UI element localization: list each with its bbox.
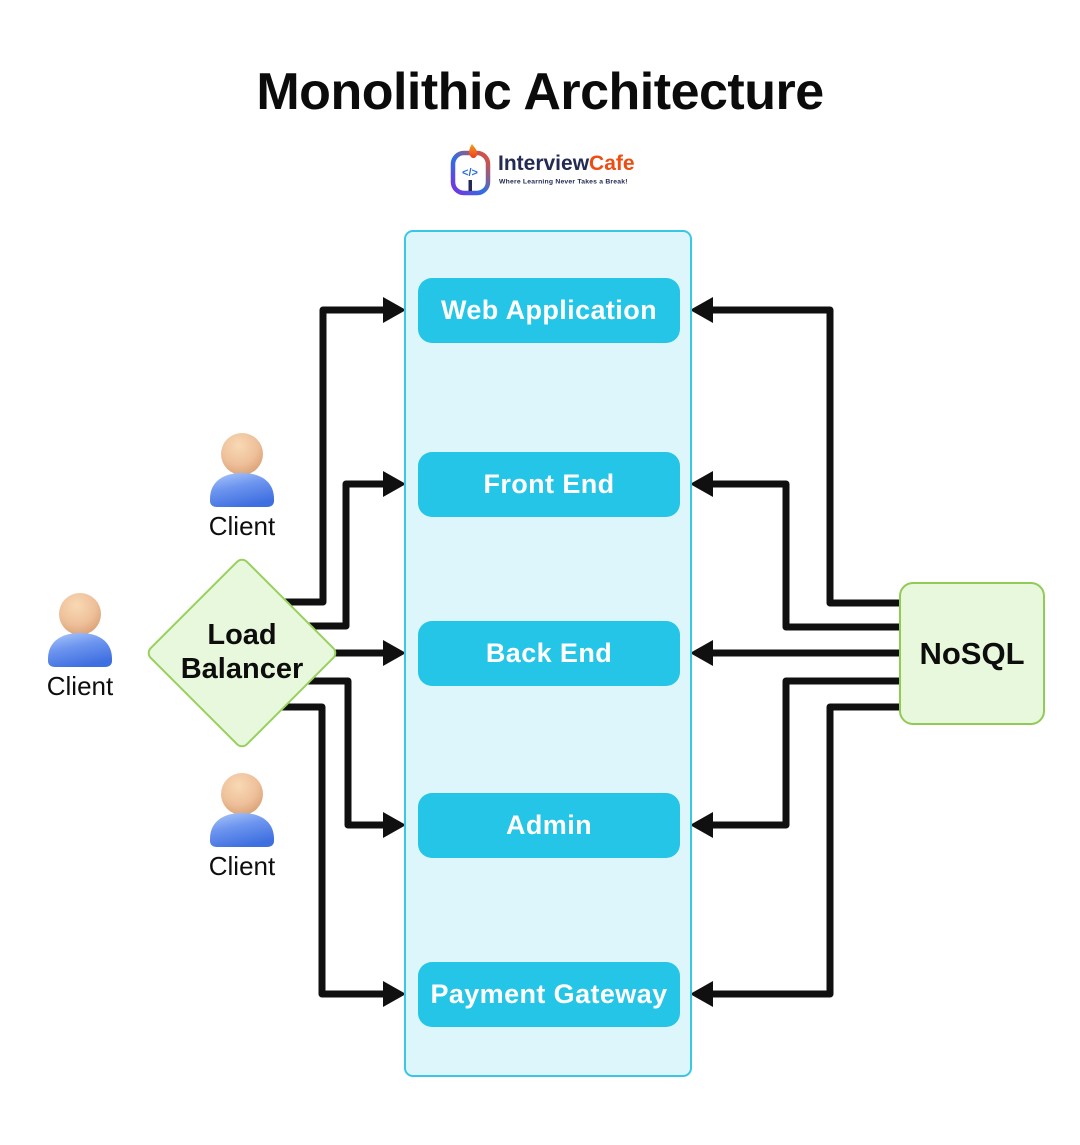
load-balancer-label-line1: Load — [207, 619, 277, 651]
module-payment-gateway: Payment Gateway — [418, 962, 680, 1027]
arrowhead-front-end-right — [690, 471, 713, 497]
edge-nosql-front-end — [711, 480, 960, 631]
arrowhead-web-application-left — [383, 297, 406, 323]
arrowhead-payment-gateway-right — [690, 981, 713, 1007]
arrowhead-back-end-left — [383, 640, 406, 666]
interviewcafe-logo: </> InterviewCafe Where Learning Never T… — [448, 144, 668, 196]
client-left: Client — [20, 593, 140, 702]
brand-tagline: Where Learning Never Takes a Break! — [499, 178, 628, 186]
arrowhead-admin-left — [383, 812, 406, 838]
client-label: Client — [208, 851, 276, 881]
load-balancer-label: Load Balancer — [152, 618, 332, 686]
edge-nosql-web-application — [711, 306, 960, 607]
module-back-end: Back End — [418, 621, 680, 686]
edge-nosql-payment-gateway — [711, 703, 960, 998]
interviewcafe-logo-icon: </> — [450, 144, 491, 196]
arrowhead-front-end-left — [383, 471, 406, 497]
logo-flame-icon — [469, 144, 478, 159]
brand-name: InterviewCafe — [498, 152, 635, 176]
module-web-application: Web Application — [418, 278, 680, 343]
person-icon — [210, 773, 274, 847]
arrowhead-back-end-right — [690, 640, 713, 666]
person-icon — [210, 433, 274, 507]
module-front-end: Front End — [418, 452, 680, 517]
client-top: Client — [182, 433, 302, 542]
client-bottom: Client — [182, 773, 302, 882]
logo-code-glyph: </> — [462, 167, 478, 179]
client-label: Client — [208, 511, 276, 541]
arrowhead-admin-right — [690, 812, 713, 838]
nosql-node: NoSQL — [899, 582, 1045, 725]
person-icon — [48, 593, 112, 667]
load-balancer-label-line2: Balancer — [180, 653, 304, 686]
edge-nosql-admin — [711, 677, 960, 829]
client-label: Client — [46, 671, 114, 701]
arrowhead-web-application-right — [690, 297, 713, 323]
module-admin: Admin — [418, 793, 680, 858]
brand-name-cafe: Cafe — [589, 152, 635, 175]
brand-name-interview: Interview — [498, 152, 590, 175]
logo-stem — [468, 180, 472, 191]
page-title: Monolithic Architecture — [256, 63, 824, 121]
arrowhead-payment-gateway-left — [383, 981, 406, 1007]
